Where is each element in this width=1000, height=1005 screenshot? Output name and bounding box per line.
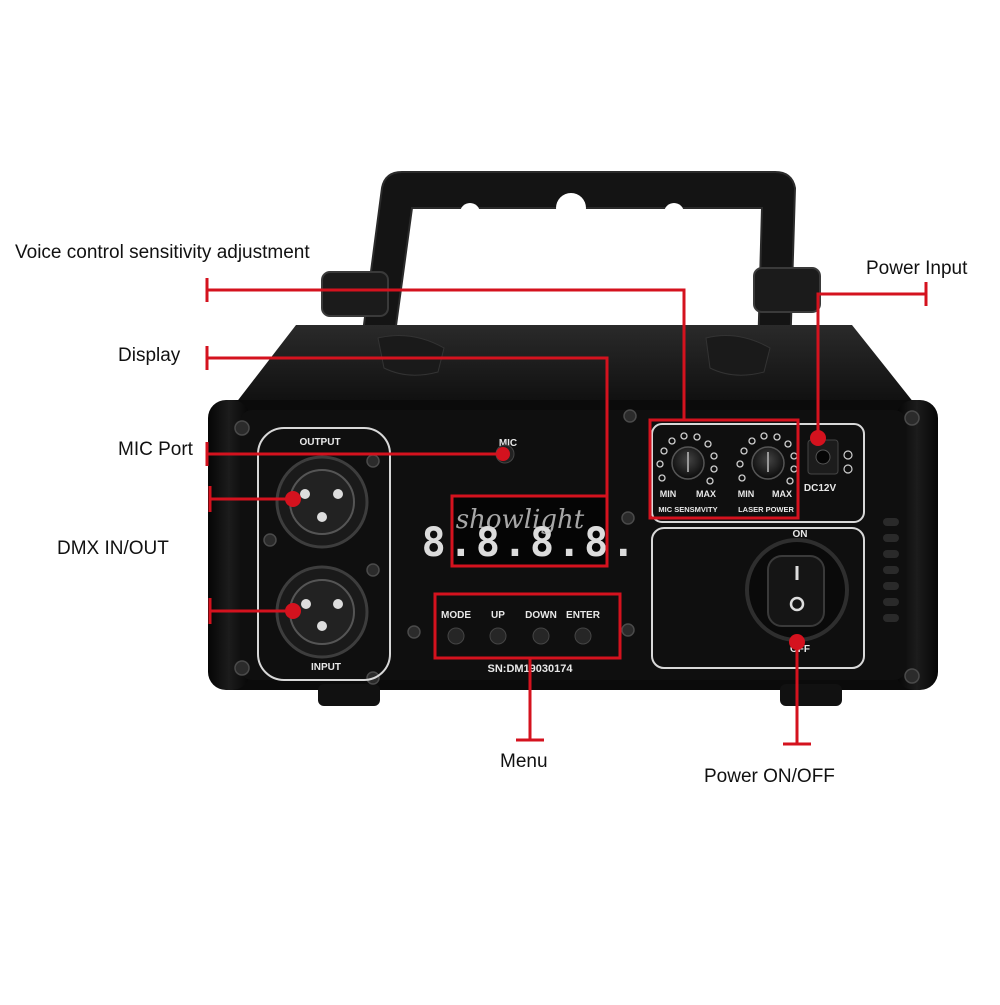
off-symbol-icon [789,596,805,612]
bracket-mount-left [377,335,445,376]
housing-top [232,325,918,408]
callout-boxes [433,418,800,660]
callout-menu: Menu [500,751,548,772]
vent-slots [883,518,899,622]
knob1-min-label: MIN [660,489,677,499]
callout-power-switch: Power ON/OFF [704,766,835,787]
enter-label: ENTER [566,610,601,621]
callout-mic-port: MIC Port [118,439,193,460]
knob1-max-label: MAX [696,489,716,499]
dc-label: DC12V [804,483,837,494]
bracket-mount-right [705,335,771,376]
callout-dmx: DMX IN/OUT [57,538,169,559]
callout-display: Display [118,345,181,366]
knob2-name-label: LASER POWER [738,505,794,514]
housing-side-right [896,400,938,690]
foot [780,684,842,706]
down-label: DOWN [525,610,557,621]
callout-leaders [205,278,928,746]
power-panel-frame [651,527,865,669]
callout-dots [285,430,826,650]
bracket-hole-icon [556,193,586,223]
knob2-min-label: MIN [738,489,755,499]
dmx-input-socket[interactable] [275,565,369,659]
up-label: UP [491,610,505,621]
down-button[interactable] [532,627,550,645]
bracket-hole-icon [664,203,684,223]
dmx-connector-frame [257,427,391,681]
output-label: OUTPUT [299,437,340,448]
power-rocker-switch[interactable] [745,538,849,642]
enter-button[interactable] [574,627,592,645]
menu-buttons: MODE UP DOWN ENTER [441,610,601,645]
foot [318,684,380,706]
watermark: showlight [456,505,585,535]
display-digits: 8.8.8.8. [422,520,639,566]
knob2-max-label: MAX [772,489,792,499]
off-label: OFF [790,644,810,655]
bracket-knob-right [753,267,821,313]
callout-voice-control: Voice control sensitivity adjustment [15,242,310,263]
knob-panel-frame [651,423,865,523]
input-label: INPUT [311,662,341,673]
up-button[interactable] [489,627,507,645]
mode-button[interactable] [447,627,465,645]
mic-sensitivity-knob[interactable] [656,432,718,485]
panel-screws [234,409,920,685]
bracket-knob-left [321,271,389,317]
mounting-bracket [321,171,821,356]
mic-label: MIC [499,438,517,449]
knob1-name-label: MIC SENSMVITY [658,505,717,514]
polarity-icon [843,450,853,474]
housing-side-left [208,400,250,690]
callout-power-input: Power Input [866,258,968,279]
bracket-hole-icon [460,203,480,223]
mode-label: MODE [441,610,471,621]
dmx-output-socket[interactable] [275,455,369,549]
on-label: ON [793,529,808,540]
